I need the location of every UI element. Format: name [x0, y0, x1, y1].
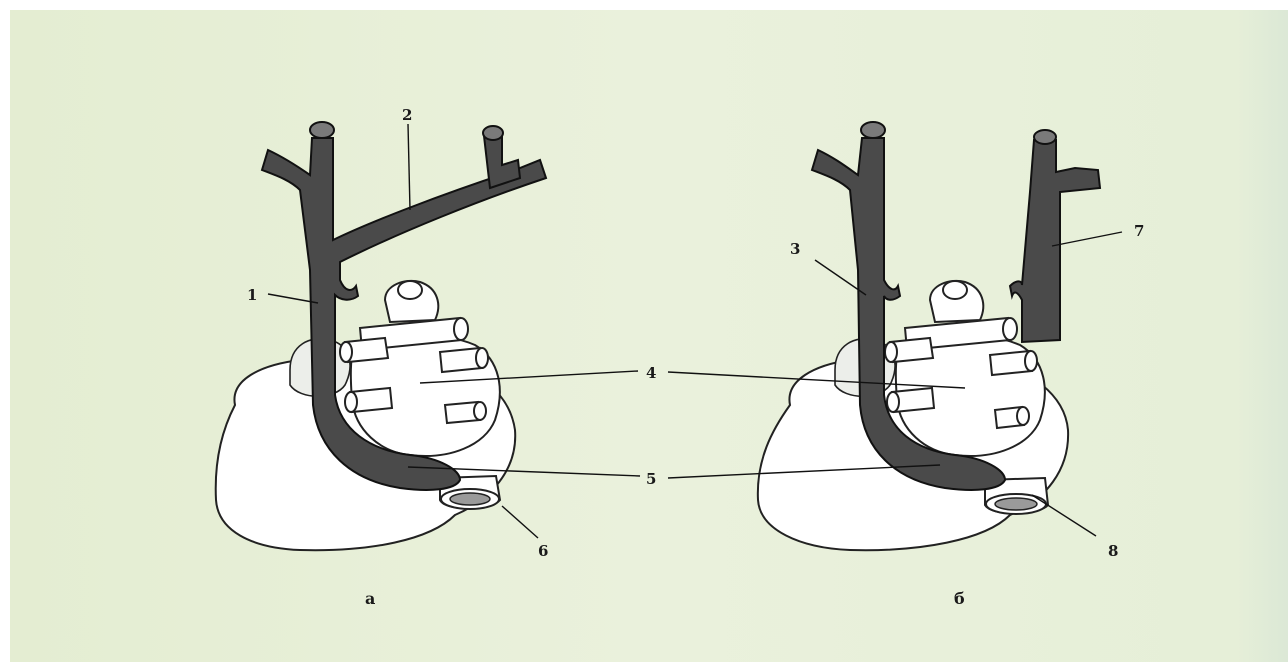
panel-letter-a: а — [365, 589, 375, 608]
callout-7: 7 — [1134, 222, 1144, 240]
callout-5: 5 — [646, 470, 656, 488]
callout-4: 4 — [646, 364, 656, 382]
callout-8: 8 — [1108, 542, 1118, 560]
callout-3: 3 — [790, 240, 800, 258]
callout-2: 2 — [402, 106, 412, 124]
panel-letter-b: б — [954, 589, 965, 608]
callout-6: 6 — [538, 542, 548, 560]
figure-background — [10, 10, 1288, 662]
callout-1: 1 — [247, 286, 257, 304]
